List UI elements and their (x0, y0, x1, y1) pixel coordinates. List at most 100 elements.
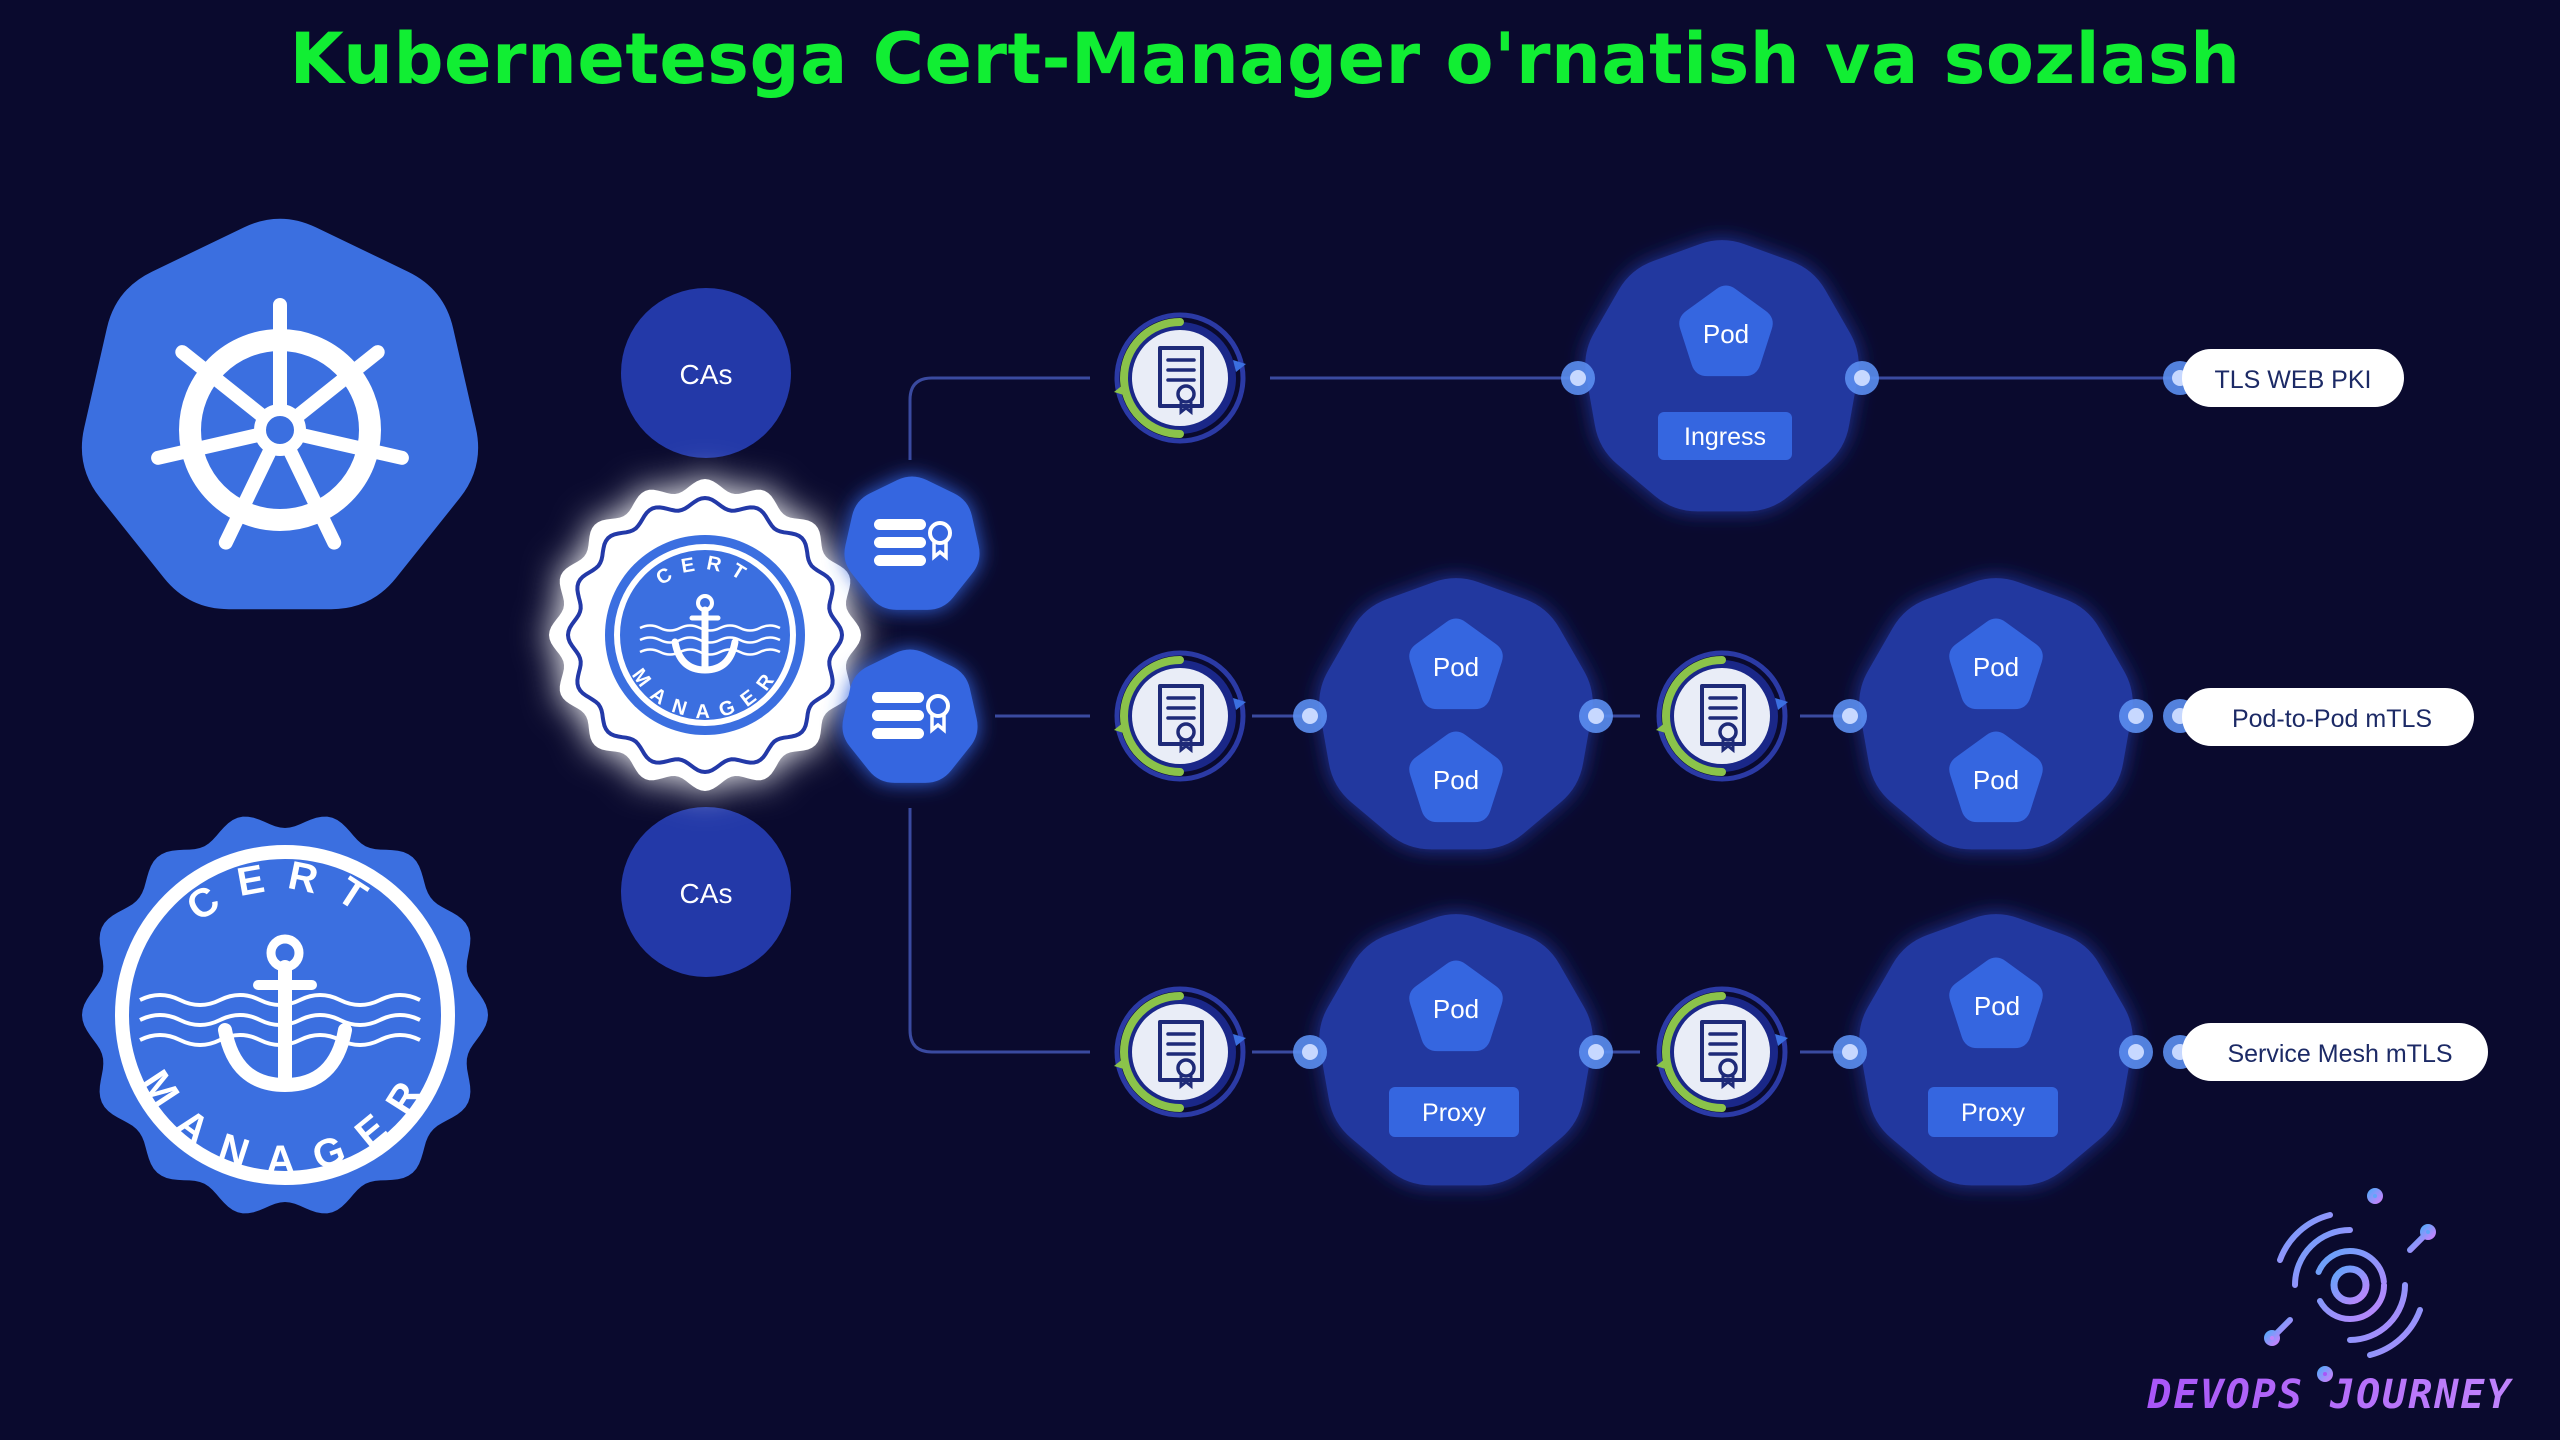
ribbon-icon (928, 521, 952, 545)
cert-progress-arc (1120, 992, 1184, 1112)
cert-progress-arc (1662, 656, 1726, 776)
seal-icon (1176, 722, 1196, 742)
helm-spoke (218, 442, 278, 550)
document-icon (1700, 1020, 1746, 1082)
document-icon (1158, 1020, 1204, 1082)
pod-pair-node[interactable]: Pod Pod (1859, 578, 2133, 850)
ribbon-icon (926, 694, 950, 718)
kubernetes-logo (81, 218, 479, 610)
pod-label: Pod (1974, 991, 2020, 1021)
ca-label: CAs (680, 359, 733, 390)
hub-badge-ring (565, 495, 845, 775)
connection-dot-inner (1842, 708, 1858, 724)
certificate-list-icon[interactable] (844, 476, 980, 610)
output-label-text: TLS WEB PKI (2215, 366, 2372, 394)
list-bar (874, 555, 926, 566)
proxy-node[interactable]: Pod Proxy (1319, 914, 1593, 1186)
connection-dot-inner (1588, 1044, 1604, 1060)
helm-spoke (282, 442, 342, 550)
cert-arrow-left (1656, 1058, 1669, 1070)
helm-spoke (290, 345, 385, 424)
certificate-icon[interactable] (1656, 650, 1788, 782)
cert-progress-arc (1120, 656, 1184, 776)
seal-icon (1718, 1058, 1738, 1078)
seal-ribbon (1179, 1074, 1193, 1090)
seal-ribbon (1179, 400, 1193, 416)
pod-shape (1409, 731, 1503, 823)
list-bar (872, 710, 924, 721)
connection-dot-inner (2128, 1044, 2144, 1060)
list-bar (872, 728, 924, 739)
cert-arrow-left (1114, 722, 1127, 734)
cert-manager-hub[interactable]: CERT MANAGER (549, 479, 861, 791)
seal-icon (1176, 384, 1196, 404)
document-icon (1158, 684, 1204, 746)
anchor-icon (218, 934, 352, 1093)
pod-label: Pod (1973, 765, 2019, 795)
pod-label: Pod (1433, 994, 1479, 1024)
cert-arrow-left (1114, 1058, 1127, 1070)
ca-node-bottom[interactable]: CAs (621, 807, 791, 977)
proxy-chip (1928, 1087, 2058, 1137)
brand-logo: DEVOPS JOURNEY (2146, 1188, 2513, 1418)
ribbon-tail (930, 714, 946, 734)
ingress-label: Ingress (1684, 423, 1766, 451)
certificate-icon[interactable] (1114, 312, 1246, 444)
cert-arrow-right (1233, 698, 1246, 710)
seal-icon (1718, 722, 1738, 742)
connection-dot-inner (1570, 370, 1586, 386)
pod-label: Pod (1433, 765, 1479, 795)
certificate-list-icon[interactable] (842, 649, 978, 783)
brand-text: DEVOPS JOURNEY (2146, 1372, 2513, 1418)
ingress-node[interactable]: Pod Ingress (1585, 240, 1859, 512)
cert-manager-logo: CERT MANAGER (82, 816, 488, 1214)
hub-wave-lines (639, 624, 781, 656)
proxy-node[interactable]: Pod Proxy (1859, 914, 2133, 1186)
document-icon (1158, 346, 1204, 408)
cert-arrow-right (1775, 698, 1788, 710)
page-title: Kubernetesga Cert-Manager o'rnatish va s… (289, 18, 2241, 100)
output-label-tls-web-pki[interactable]: TLS WEB PKI (2182, 349, 2404, 407)
pod-shape (1949, 957, 2043, 1049)
output-label-pod-to-pod-mtls[interactable]: Pod-to-Pod mTLS (2182, 688, 2474, 746)
pod-shape (1409, 618, 1503, 710)
connection-dot-inner (1302, 708, 1318, 724)
connection-dots (1293, 361, 2197, 1069)
cert-outer-ring (1114, 312, 1246, 444)
ribbon-tail (932, 541, 948, 561)
certificate-icon[interactable] (1114, 986, 1246, 1118)
output-label-service-mesh-mtls[interactable]: Service Mesh mTLS (2182, 1023, 2488, 1081)
proxy-chip (1389, 1087, 1519, 1137)
cert-progress-arc (1120, 318, 1184, 438)
cert-outer-ring (1656, 986, 1788, 1118)
pod-shape (1949, 731, 2043, 823)
seal-ribbon (1721, 738, 1735, 754)
certificate-icon[interactable] (1114, 650, 1246, 782)
cert-outer-ring (1114, 986, 1246, 1118)
certificate-icon[interactable] (1656, 986, 1788, 1118)
ca-node-top[interactable]: CAs (621, 288, 791, 458)
hub-anchor-icon (671, 594, 739, 674)
helm-spoke (175, 345, 270, 424)
pod-label: Pod (1433, 652, 1479, 682)
pod-pair-node[interactable]: Pod Pod (1319, 578, 1593, 850)
pod-label: Pod (1973, 652, 2019, 682)
seal-icon (1176, 1058, 1196, 1078)
list-bar (874, 519, 926, 530)
ingress-chip (1658, 412, 1792, 460)
helm-spoke (294, 427, 409, 465)
connector-lines (908, 376, 2180, 1054)
cert-arrow-right (1233, 360, 1246, 372)
connection-dot-inner (1854, 370, 1870, 386)
proxy-label: Proxy (1961, 1099, 2025, 1127)
seal-ribbon (1179, 738, 1193, 754)
document-icon (1700, 684, 1746, 746)
list-bar (874, 537, 926, 548)
circuit-logo-icon (2264, 1188, 2436, 1382)
helm-wheel-icon (151, 298, 409, 550)
cert-arrow-right (1233, 1034, 1246, 1046)
pod-label: Pod (1703, 319, 1749, 349)
connection-dot-inner (1842, 1044, 1858, 1060)
